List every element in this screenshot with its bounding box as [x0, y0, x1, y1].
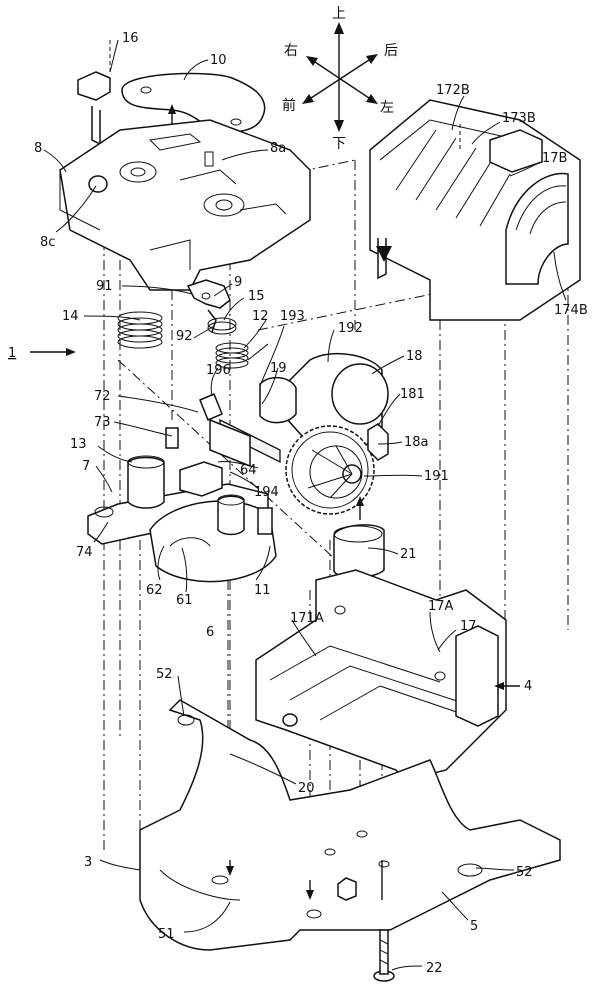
label-19: 19 — [270, 361, 287, 376]
label-11: 11 — [254, 583, 271, 598]
label-174B: 174B — [554, 303, 588, 318]
label-194: 194 — [254, 485, 279, 500]
part-191-gear — [285, 423, 389, 520]
label-14: 14 — [62, 309, 79, 324]
part-14-spring — [117, 311, 163, 349]
part-9-lever — [186, 279, 231, 333]
label-74: 74 — [76, 545, 93, 560]
part-17B-housing — [369, 99, 581, 321]
label-12: 12 — [252, 309, 269, 324]
part-3-base-plate — [139, 699, 561, 951]
label-191: 191 — [424, 469, 449, 484]
reference-labels: 1 16 10 8 8a 8c 172B 173B 17B 174B 9 91 … — [8, 31, 588, 976]
label-61: 61 — [176, 593, 193, 608]
label-10: 10 — [210, 53, 227, 68]
direction-compass: 上 下 右 左 前 后 — [282, 6, 398, 152]
label-171A: 171A — [290, 611, 324, 626]
label-18a: 18a — [404, 435, 429, 450]
label-4: 4 — [524, 679, 532, 694]
label-6: 6 — [206, 625, 214, 640]
label-17: 17 — [460, 619, 477, 634]
direction-up: 上 — [332, 6, 346, 22]
leader-lines — [30, 39, 567, 971]
direction-down: 下 — [332, 136, 346, 152]
label-3: 3 — [84, 855, 92, 870]
direction-right: 右 — [284, 43, 298, 59]
label-5: 5 — [470, 919, 478, 934]
direction-left: 左 — [380, 100, 394, 116]
part-16-pin — [77, 40, 111, 146]
label-196: 196 — [206, 363, 231, 378]
label-18: 18 — [406, 349, 423, 364]
part-22-screw — [373, 929, 395, 982]
label-22: 22 — [426, 961, 443, 976]
label-51: 51 — [158, 927, 175, 942]
label-17A: 17A — [428, 599, 454, 614]
label-8: 8 — [34, 141, 42, 156]
label-62: 62 — [146, 583, 163, 598]
label-92: 92 — [176, 329, 193, 344]
label-72: 72 — [94, 389, 111, 404]
label-91: 91 — [96, 279, 113, 294]
figure-ref-label: 1 — [8, 346, 16, 361]
label-64: 64 — [240, 463, 257, 478]
label-20: 20 — [298, 781, 315, 796]
label-193: 193 — [280, 309, 305, 324]
part-6-cam — [149, 494, 277, 583]
part-21-holder — [333, 524, 385, 579]
label-192: 192 — [338, 321, 363, 336]
part-19-shaft — [165, 393, 251, 468]
label-7: 7 — [82, 459, 90, 474]
label-8a: 8a — [270, 141, 286, 156]
label-13: 13 — [70, 437, 87, 452]
label-17B: 17B — [542, 151, 567, 166]
label-173B: 173B — [502, 111, 536, 126]
label-181: 181 — [400, 387, 425, 402]
part-15-ring — [207, 317, 237, 335]
label-21: 21 — [400, 547, 417, 562]
part-4-housing — [255, 569, 507, 781]
label-9: 9 — [234, 275, 242, 290]
label-172B: 172B — [436, 83, 470, 98]
part-8-cover — [59, 119, 311, 291]
label-15: 15 — [248, 289, 265, 304]
label-52-right: 52 — [516, 865, 533, 880]
label-52-top: 52 — [156, 667, 173, 682]
label-73: 73 — [94, 415, 111, 430]
label-16: 16 — [122, 31, 139, 46]
direction-front: 前 — [282, 97, 296, 114]
direction-back: 后 — [384, 43, 398, 59]
label-8c: 8c — [40, 235, 55, 250]
part-12-spring — [215, 342, 269, 369]
